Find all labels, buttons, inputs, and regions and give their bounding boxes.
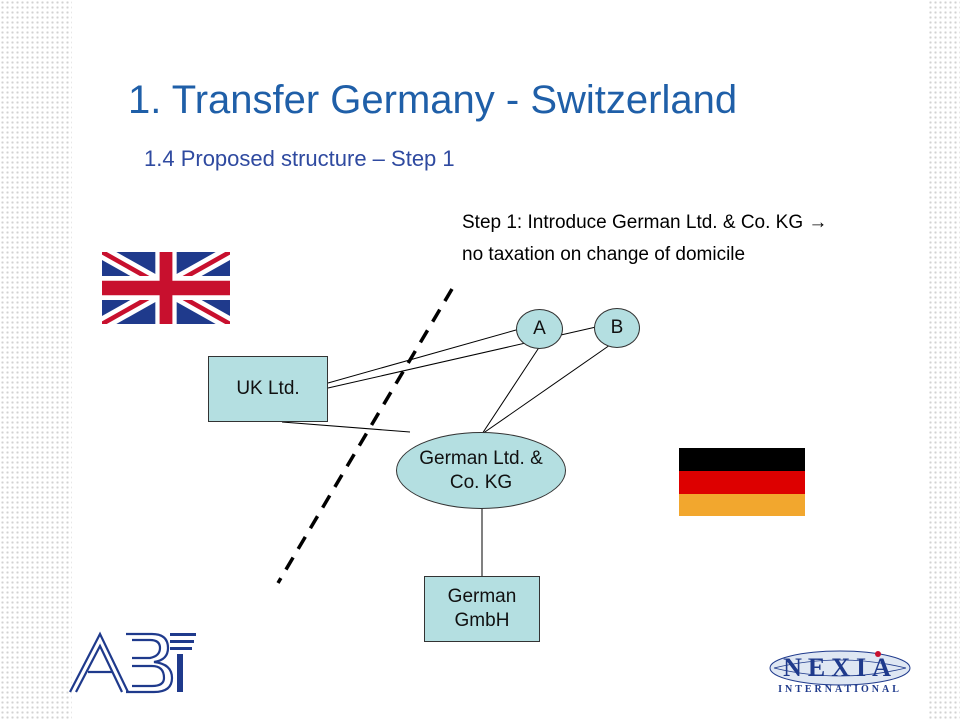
slide-subtitle: 1.4 Proposed structure – Step 1 [144,146,455,171]
german-kg-label-line-1: German Ltd. & [419,447,543,469]
shareholder-a-label: A [533,318,546,339]
uk-ltd-label: UK Ltd. [236,378,300,399]
german-gmbh-label-line-1: German [447,586,517,607]
step-note: Step 1: Introduce German Ltd. & Co. KG →… [462,207,827,271]
abt-logo [69,631,196,694]
shareholder-b-label: B [610,317,624,338]
dotted-pattern-right [928,0,960,720]
step-note-line-1: Step 1: Introduce German Ltd. & Co. KG → [462,212,828,233]
germany-flag [679,448,805,516]
german-gmbh-box: German GmbH [424,576,540,642]
slide-title: 1. Transfer Germany - Switzerland [128,78,738,122]
nexia-globe-graphic [769,650,911,686]
step-note-line-2: no taxation on change of domicile [462,244,746,265]
link-uk-a [327,329,517,384]
german-kg-node: German Ltd. & Co. KG [396,432,566,509]
link-uk-kg [281,421,411,433]
uk-ltd-box: UK Ltd. [208,356,328,422]
link-a-kg [481,345,541,435]
dotted-pattern-left [0,0,72,720]
shareholder-b-node: B [594,308,640,348]
nexia-international-logo: NEXIA INTERNATIONAL [766,650,914,700]
link-b-kg [481,344,611,435]
uk-flag [102,252,230,324]
german-gmbh-label-line-2: GmbH [454,610,510,631]
shareholder-a-node: A [516,309,563,349]
nexia-logo-text: NEXIA [783,653,897,682]
border-line [276,288,454,584]
nexia-logo-subtext: INTERNATIONAL [778,684,902,695]
german-kg-label-line-2: Co. KG [449,471,513,493]
